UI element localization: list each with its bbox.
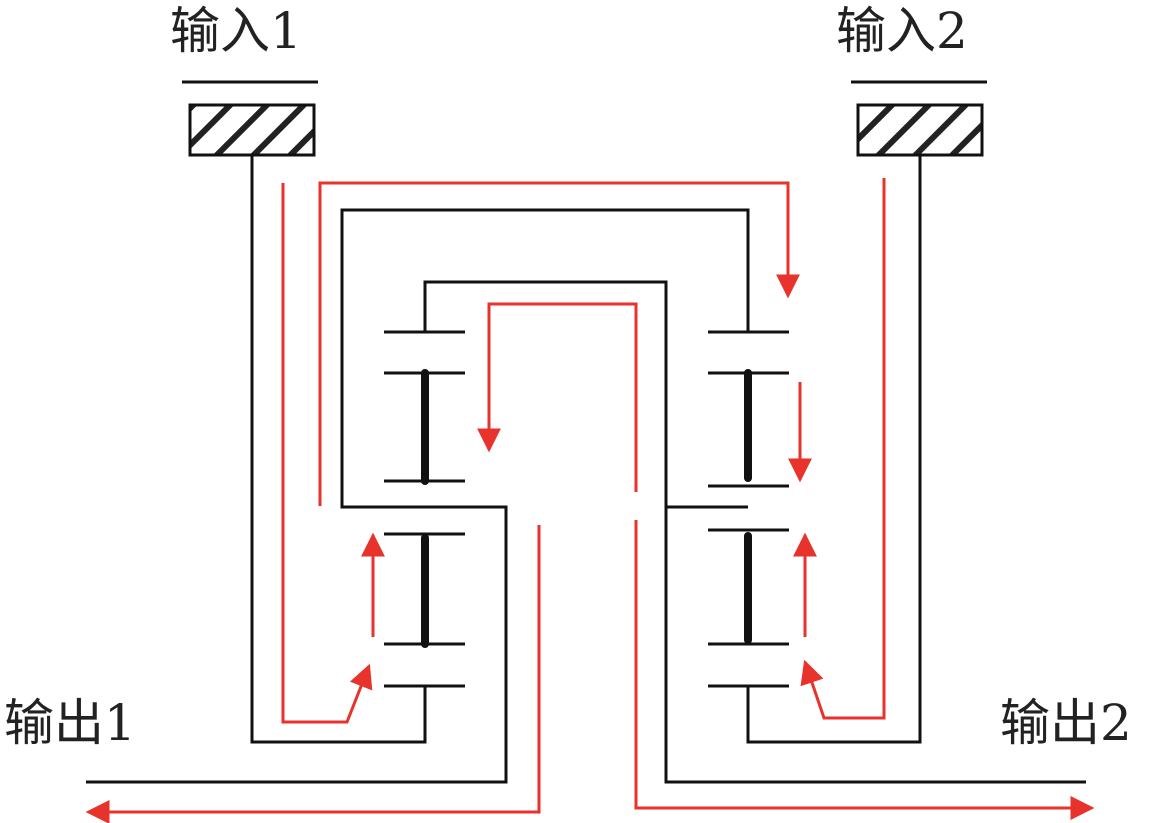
flow-inner-loop [477, 302, 638, 492]
input1-label: 输入1 [170, 2, 302, 60]
flow-input2-down [800, 178, 886, 720]
flow-output2 [634, 520, 1095, 820]
structure [86, 155, 1086, 784]
input2-block [856, 103, 984, 157]
output2-label: 输出2 [1000, 694, 1132, 752]
outer-carrier [86, 208, 750, 784]
flow-output1 [85, 525, 541, 823]
flow-outer-top [318, 181, 800, 506]
output1-label: 输出1 [4, 694, 136, 752]
planet-pins [421, 369, 752, 648]
input2-shaft [746, 155, 922, 744]
inner-carrier [423, 280, 1086, 784]
input2-label: 输入2 [836, 2, 968, 60]
flow-input1-down [281, 183, 373, 724]
input1-block [188, 103, 316, 157]
input1-shaft [250, 155, 427, 744]
power-flow [85, 178, 1095, 823]
